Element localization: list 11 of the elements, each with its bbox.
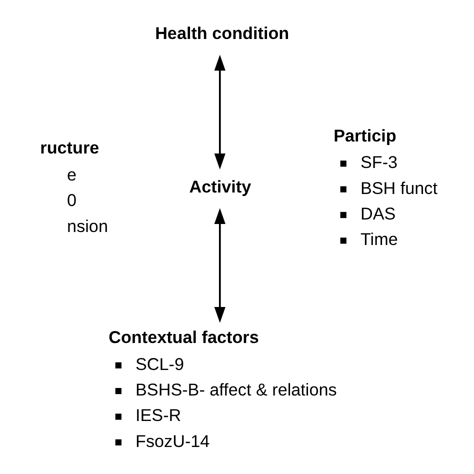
node-label: DAS: [360, 204, 396, 224]
node-label: SF-3: [360, 153, 398, 172]
node-label: Time: [360, 230, 398, 250]
arrow: [214, 54, 226, 170]
arrow: [214, 208, 226, 323]
node-label: Particip: [334, 126, 396, 146]
node-text: ructure e 0 nsion: [40, 138, 108, 236]
node-text: Contextual factors SCL-9 BSHS-B- affect & relations IES-R FsozU-14: [108, 328, 337, 451]
node-text: Activity: [189, 178, 252, 197]
node-text: Health condition: [155, 24, 290, 44]
node-label: BSH funct: [360, 178, 438, 198]
